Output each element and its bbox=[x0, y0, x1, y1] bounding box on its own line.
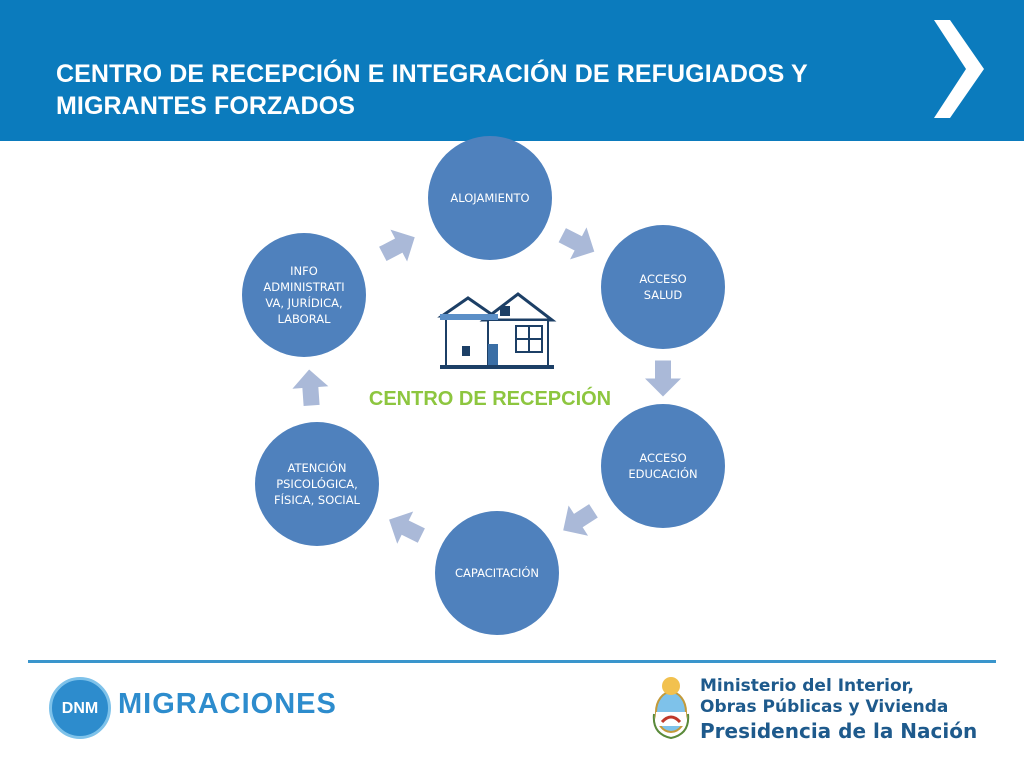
page-title: CENTRO DE RECEPCIÓN E INTEGRACIÓN DE REF… bbox=[56, 60, 808, 120]
cycle-node-circle bbox=[428, 136, 552, 260]
cycle-node-label: LABORAL bbox=[277, 312, 331, 326]
cycle-node-label: FÍSICA, SOCIAL bbox=[274, 492, 361, 507]
center-label: CENTRO DE RECEPCIÓN bbox=[368, 388, 612, 410]
cycle-arrow bbox=[292, 369, 329, 407]
cycle-arrow bbox=[389, 511, 425, 544]
cycle-node-label: SALUD bbox=[644, 288, 683, 302]
footer-divider bbox=[28, 660, 996, 663]
cycle-node-circle bbox=[601, 404, 725, 528]
ministry-line-3: Presidencia de la Nación bbox=[700, 719, 978, 743]
cycle-node: ALOJAMIENTO bbox=[428, 136, 552, 260]
cycle-node-circle bbox=[242, 233, 366, 357]
argentina-seal-icon bbox=[652, 677, 690, 740]
cycle-node-label: ALOJAMIENTO bbox=[450, 191, 529, 205]
cycle-arrow bbox=[563, 504, 598, 536]
house-icon bbox=[437, 292, 557, 369]
cycle-arrow bbox=[558, 227, 595, 260]
ministry-line-1: Ministerio del Interior, bbox=[700, 676, 915, 696]
cycle-node: ACCESO SALUD bbox=[601, 225, 725, 349]
cycle-node-label: INFO bbox=[290, 264, 318, 278]
cycle-node-circle bbox=[601, 225, 725, 349]
cycle-node-label: PSICOLÓGICA, bbox=[276, 476, 358, 491]
chevron-right-icon[interactable] bbox=[930, 18, 986, 120]
ministry-line-2: Obras Públicas y Vivienda bbox=[700, 697, 949, 717]
cycle-node-circle bbox=[435, 511, 559, 635]
cycle-node-label: ACCESO bbox=[639, 451, 686, 465]
cycle-node-label: ADMINISTRATI bbox=[263, 280, 344, 294]
cycle-node-circle bbox=[255, 422, 379, 546]
cycle-node-label: EDUCACIÓN bbox=[628, 466, 697, 481]
cycle-node: CAPACITACIÓN bbox=[435, 511, 559, 635]
cycle-node-label: ATENCIÓN bbox=[288, 460, 347, 475]
migraciones-logo-text: MIGRACIONES bbox=[118, 688, 337, 720]
cycle-diagram: ALOJAMIENTOACCESOSALUDACCESOEDUCACIÓNCAP… bbox=[242, 136, 725, 635]
cycle-node-label: ACCESO bbox=[639, 272, 686, 286]
ministry-block: Ministerio del Interior, Obras Públicas … bbox=[700, 676, 977, 744]
dnm-badge-text: DNM bbox=[61, 700, 99, 717]
dnm-logo-badge: DNM bbox=[49, 677, 111, 739]
cycle-node-label: VA, JURÍDICA, bbox=[265, 295, 342, 310]
cycle-arrow bbox=[645, 360, 681, 397]
cycle-node-label: CAPACITACIÓN bbox=[455, 565, 539, 580]
header-bar bbox=[0, 0, 1024, 141]
cycle-arrow bbox=[379, 229, 415, 262]
